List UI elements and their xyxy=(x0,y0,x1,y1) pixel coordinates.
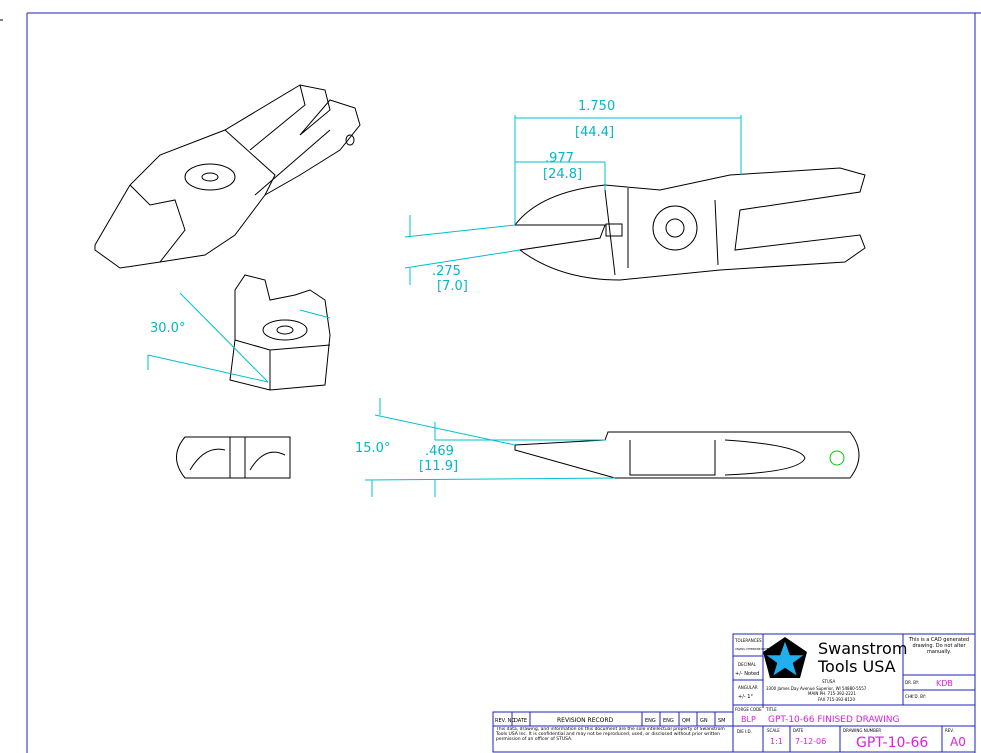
rev-header-sm: SM xyxy=(718,718,726,724)
rev-header-date: DATE xyxy=(514,718,527,724)
date-label: DATE xyxy=(793,728,804,733)
dim-thickness-mm: [11.9] xyxy=(419,459,458,474)
cad-note: This is a CAD generated drawing. Do not … xyxy=(908,637,970,655)
rev-label: REV. xyxy=(945,728,954,733)
company-fax: FAX 715-392-8120 xyxy=(818,697,855,702)
company-address: 3300 James Day Avenue Superior, WI 54880… xyxy=(766,686,867,691)
scale-value: 1:1 xyxy=(770,737,783,746)
decimal-label: DECIMAL xyxy=(738,662,757,667)
company-name-line2: Tools USA xyxy=(817,657,896,676)
forge-code-label: FORGE CODE xyxy=(735,707,762,712)
decimal-value: +/- Noted xyxy=(735,671,759,677)
side-view xyxy=(513,167,866,281)
forge-code-value: BLP xyxy=(741,715,756,724)
confidential-note: This data, drawing, and information on t… xyxy=(496,727,725,742)
drawn-by-label: DR. BY: xyxy=(905,680,919,685)
sheet-border xyxy=(0,12,981,753)
drawing-number-label: DRAWING NUMBER xyxy=(843,728,881,733)
dim-thickness: .469 xyxy=(425,444,454,459)
plan-view xyxy=(514,431,860,479)
end-view xyxy=(229,274,331,391)
rev-header-gn: GN xyxy=(700,718,708,724)
angular-label: ANGULAR xyxy=(738,685,758,690)
rev-header-eng2: ENG xyxy=(663,718,674,724)
tolerances-label: TOLERANCES xyxy=(734,638,762,643)
checked-by-label: CHK'D. BY: xyxy=(905,694,926,699)
rev-value: A0 xyxy=(950,735,966,749)
end-view-dimensions xyxy=(147,292,331,383)
dim-jaw-height-mm: [7.0] xyxy=(437,279,468,294)
date-value: 7-12-06 xyxy=(795,737,826,746)
dim-pivot-offset: .977 xyxy=(545,151,574,166)
plan-view-dimensions xyxy=(364,398,616,497)
logo-caption: STUSA xyxy=(822,679,836,684)
dim-overall-length-mm: [44.4] xyxy=(575,125,614,140)
rev-header-eng1: ENG xyxy=(645,718,656,724)
scale-label: SCALE xyxy=(767,728,780,733)
drawn-by-value: KDB xyxy=(936,679,953,688)
dim-jaw-height: .275 xyxy=(432,264,461,279)
rev-header-record: REVISION RECORD xyxy=(557,717,614,724)
title-block: TOLERANCES UNLESS OTHERWISE NOTED DECIMA… xyxy=(492,633,976,753)
tolerances-sub: UNLESS OTHERWISE NOTED xyxy=(735,647,770,651)
side-view-dimensions xyxy=(404,115,742,285)
company-phone: MAIN PH. 715-392-2221 xyxy=(808,691,856,696)
drawing-number-value: GPT-10-66 xyxy=(856,735,928,751)
dim-pivot-offset-mm: [24.8] xyxy=(543,167,582,182)
drawing-title: GPT-10-66 FINISED DRAWING xyxy=(768,715,900,725)
dim-top-angle: 30.0° xyxy=(150,321,185,336)
top-view xyxy=(176,436,291,479)
angular-value: +/- 1° xyxy=(738,694,753,700)
dim-side-angle: 15.0° xyxy=(355,441,390,456)
company-name-line1: Swanstrom xyxy=(818,639,907,658)
die-id-label: DIE I.D. xyxy=(737,729,752,734)
rev-header-qm: QM xyxy=(682,718,690,724)
isometric-view xyxy=(94,84,361,269)
dim-overall-length: 1.750 xyxy=(578,99,615,114)
rev-header-no: REV. NO xyxy=(495,718,515,724)
title-label: TITLE xyxy=(765,707,777,712)
revision-record-header: REV. NO DATE REVISION RECORD ENG ENG QM … xyxy=(495,717,726,724)
